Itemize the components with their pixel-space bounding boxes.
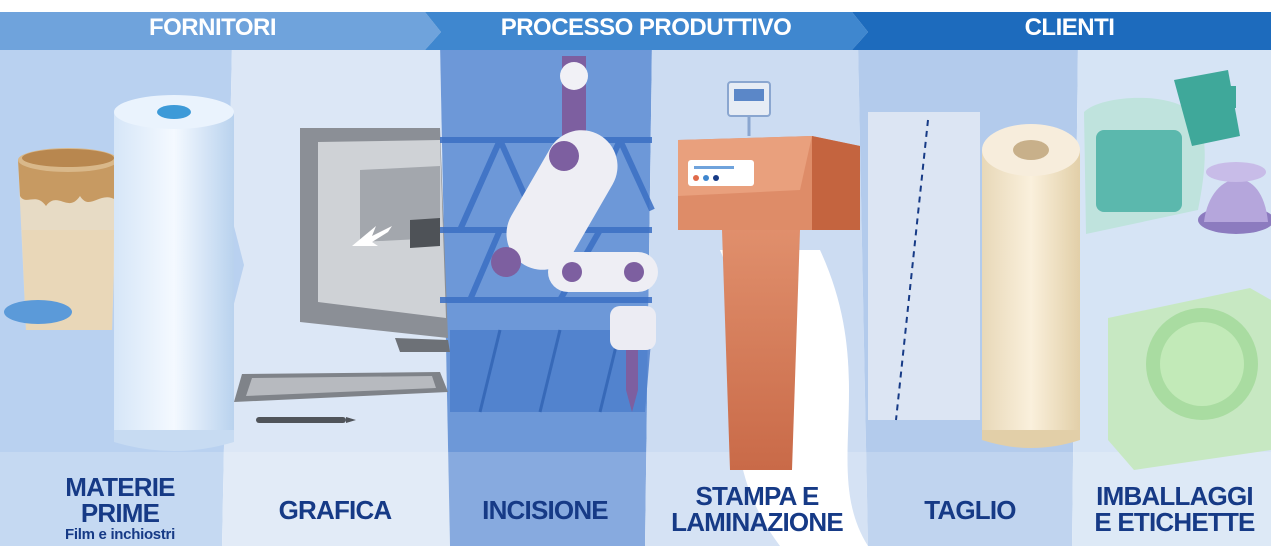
step-label-stampa-laminazione: STAMPA E LAMINAZIONE xyxy=(652,483,862,535)
banner-processo-produttivo: PROCESSO PRODUTTIVO xyxy=(500,14,792,41)
top-banner xyxy=(0,12,1271,50)
printing-illustration xyxy=(678,81,868,546)
step-label-line: MATERIE xyxy=(65,472,175,502)
banner-processo-bg xyxy=(425,12,868,50)
step-label-line: E ETICHETTE xyxy=(1094,507,1255,537)
step-label-taglio: TAGLIO xyxy=(924,495,1016,525)
step-label-line: LAMINAZIONE xyxy=(671,507,844,537)
banner-fornitori: FORNITORI xyxy=(148,14,277,41)
engraving-illustration xyxy=(440,56,658,413)
step-sublabel: Film e inchiostri xyxy=(65,526,175,543)
step-label-line: PRIME xyxy=(80,498,160,528)
banner-fornitori-bg xyxy=(0,12,441,50)
step-label-imballaggi-etichette: IMBALLAGGI E ETICHETTE xyxy=(1078,483,1271,535)
banner-clienti-bg xyxy=(852,12,1271,50)
banner-clienti: CLIENTI xyxy=(1024,14,1115,41)
packaging-illustration xyxy=(1084,70,1271,470)
step-label-incisione: INCISIONE xyxy=(482,495,609,525)
graphics-illustration xyxy=(234,128,450,423)
cursor-arrow-icon xyxy=(352,226,392,246)
step-label-line: IMBALLAGGI xyxy=(1096,481,1253,511)
step-label-line: STAMPA E xyxy=(695,481,819,511)
step-label-materie-prime: MATERIE PRIME Film e inchiostri xyxy=(20,474,220,544)
raw-materials-illustration xyxy=(4,95,234,451)
cutting-illustration xyxy=(868,112,1080,448)
step-label-grafica: GRAFICA xyxy=(278,495,393,525)
